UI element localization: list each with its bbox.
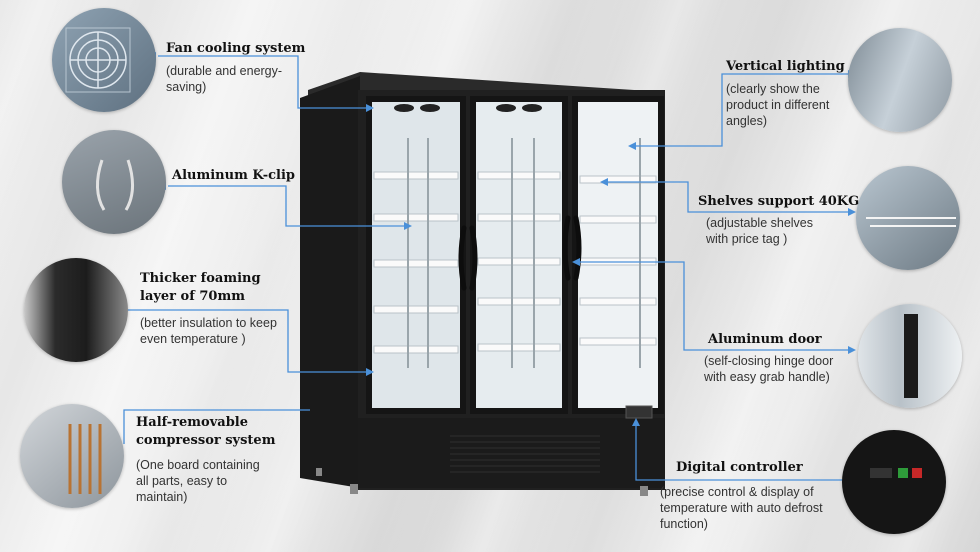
foam-desc: (better insulation to keep even temperat…	[140, 316, 277, 346]
door-title: Aluminum door	[708, 332, 822, 347]
foam-photo-circle	[24, 258, 128, 362]
controller-desc: (precise control & display of temperatur…	[660, 485, 823, 531]
shelves-title: Shelves support 40KG	[698, 194, 860, 209]
door-right	[572, 96, 664, 414]
compressor-title: Half-removable compressor system	[136, 415, 276, 448]
compressor-desc: (One board containing all parts, easy to…	[136, 458, 260, 504]
door-photo-circle	[858, 304, 962, 408]
fridge-illustration	[300, 72, 665, 496]
door-desc: (self-closing hinge door with easy grab …	[704, 354, 834, 384]
controller-title: Digital controller	[676, 460, 803, 475]
fan-desc: (durable and energy- saving)	[166, 64, 283, 94]
door-middle	[470, 96, 568, 414]
fan-photo-circle	[52, 8, 156, 112]
lighting-title: Vertical lighting	[726, 59, 845, 74]
lighting-photo-circle	[848, 28, 952, 132]
shelves-photo-circle	[856, 166, 960, 270]
controller-photo-circle	[842, 430, 946, 534]
kclip-title: Aluminum K-clip	[172, 168, 295, 183]
door-left	[366, 96, 466, 414]
shelves-desc: (adjustable shelves with price tag )	[706, 216, 814, 246]
foam-title: Thicker foaming layer of 70mm	[140, 271, 261, 304]
fan-title: Fan cooling system	[166, 41, 306, 56]
compressor-photo-circle	[20, 404, 124, 508]
kclip-photo-circle	[62, 130, 166, 234]
lighting-desc: (clearly show the product in different a…	[726, 82, 830, 128]
